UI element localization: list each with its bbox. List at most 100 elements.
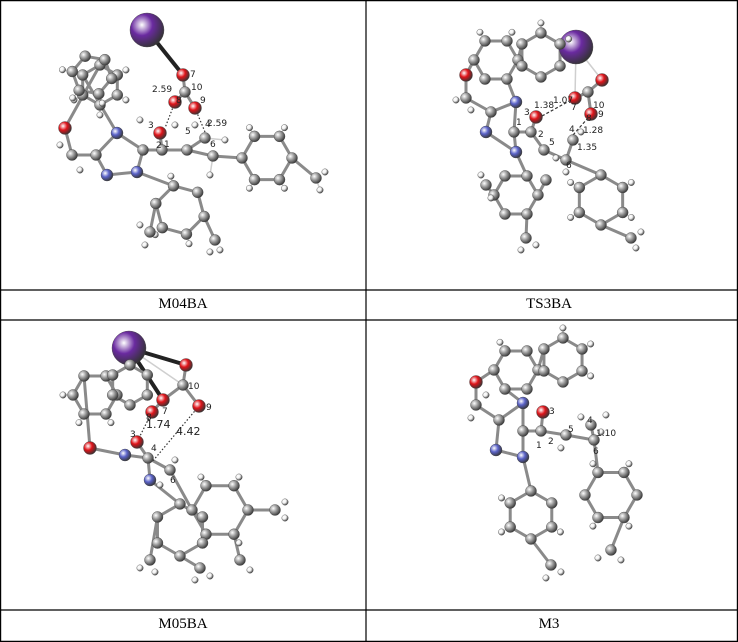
atom-number-label: 8 xyxy=(176,96,182,106)
carbon-atom xyxy=(105,72,118,85)
atom-number-label: 4 xyxy=(587,416,593,426)
carbon-atom xyxy=(499,345,511,357)
bond xyxy=(609,516,626,552)
nitrogen-atom xyxy=(100,168,114,182)
atom-number-label: 3 xyxy=(130,430,136,440)
interaction-line xyxy=(151,405,200,463)
oxygen-atom xyxy=(529,110,543,124)
carbon-atom xyxy=(525,126,537,138)
hydrogen-atom xyxy=(136,116,144,124)
oxygen-atom xyxy=(130,435,144,449)
hydrogen-atom xyxy=(537,19,545,27)
hydrogen-atom xyxy=(98,99,106,107)
oxygen-atom xyxy=(192,399,206,413)
carbon-atom xyxy=(517,425,529,437)
atom-number-label: 4 xyxy=(151,444,157,454)
carbon-atom xyxy=(516,60,528,72)
carbon-atom xyxy=(151,537,164,549)
bond xyxy=(168,468,194,512)
oxygen-atom xyxy=(459,68,473,82)
hydrogen-atom xyxy=(498,528,505,536)
nitrogen-atom xyxy=(516,450,530,464)
hydrogen-atom xyxy=(122,96,130,104)
carbon-atom xyxy=(186,504,198,516)
oxygen-atom xyxy=(584,107,598,121)
carbon-atom xyxy=(66,149,78,161)
hydrogen-atom xyxy=(557,444,565,452)
atom-number-label: 9 xyxy=(598,110,604,120)
carbon-atom xyxy=(78,370,90,382)
hydrogen-atom xyxy=(246,124,253,132)
carbon-atom xyxy=(460,92,472,104)
carbon-atom xyxy=(181,144,193,156)
carbon-atom xyxy=(286,152,298,164)
carbon-atom xyxy=(504,521,516,533)
carbon-atom xyxy=(554,38,566,50)
carbon-atom xyxy=(236,152,248,164)
carbon-atom xyxy=(310,172,322,184)
atom-number-label: 1 xyxy=(536,441,542,451)
hydrogen-atom xyxy=(59,391,67,399)
carbon-atom xyxy=(269,504,281,516)
carbon-atom xyxy=(479,35,491,47)
oxygen-atom xyxy=(568,91,582,105)
nitrogen-atom xyxy=(509,145,523,159)
carbon-atom xyxy=(73,84,85,97)
hydrogen-atom xyxy=(141,241,149,249)
carbon-atom xyxy=(538,343,550,355)
atom-number-label: 3 xyxy=(148,121,154,131)
hydrogen-atom xyxy=(594,554,602,562)
carbon-atom xyxy=(520,232,532,244)
carbon-atom xyxy=(124,399,136,411)
carbon-atom xyxy=(535,27,547,39)
carbon-atom xyxy=(248,173,261,186)
hydrogen-atom xyxy=(467,414,475,422)
carbon-atom xyxy=(207,150,219,162)
hydrogen-atom xyxy=(185,240,193,248)
carbon-atom xyxy=(480,179,492,191)
carbon-atom xyxy=(631,489,643,501)
atom-number-label: 2 xyxy=(538,130,544,140)
carbon-atom xyxy=(538,144,550,156)
hydrogen-atom xyxy=(467,106,475,114)
carbon-atom xyxy=(200,480,212,492)
carbon-atom xyxy=(554,60,566,72)
hydrogen-atom xyxy=(281,514,289,522)
hydrogen-atom xyxy=(542,574,550,582)
hydrogen-atom xyxy=(122,66,130,74)
hydrogen-atom xyxy=(577,413,585,421)
carbon-atom xyxy=(248,130,261,143)
carbon-atom xyxy=(573,206,586,219)
carbon-atom xyxy=(493,414,505,426)
carbon-atom xyxy=(76,69,89,81)
carbon-atom xyxy=(521,383,533,395)
hydrogen-atom xyxy=(221,136,229,144)
carbon-atom xyxy=(79,50,91,62)
hydrogen-atom xyxy=(567,179,575,186)
hydrogen-atom xyxy=(281,184,288,192)
carbon-atom xyxy=(196,511,209,523)
atom-number-label: 9 xyxy=(206,403,212,413)
hydrogen-atom xyxy=(589,460,597,468)
carbon-atom xyxy=(504,497,516,509)
atom-number-label: 2 xyxy=(548,437,554,447)
hydrogen-atom xyxy=(597,428,605,436)
hydrogen-atom xyxy=(559,324,567,332)
interaction-line xyxy=(572,117,589,136)
carbon-atom xyxy=(167,180,180,192)
oxygen-atom xyxy=(179,358,193,372)
oxygen-atom xyxy=(176,68,190,82)
carbon-atom xyxy=(521,208,533,220)
hydrogen-atom xyxy=(625,522,633,530)
carbon-atom xyxy=(616,206,629,219)
carbon-atom xyxy=(106,369,119,381)
carbon-atom xyxy=(573,181,586,194)
hydrogen-atom xyxy=(246,184,253,192)
hydrogen-atom xyxy=(76,166,84,174)
hydrogen-atom xyxy=(625,460,633,468)
carbon-atom xyxy=(174,498,186,510)
atom-number-label: 1 xyxy=(164,140,170,150)
atom-number-label: 1 xyxy=(516,118,522,128)
